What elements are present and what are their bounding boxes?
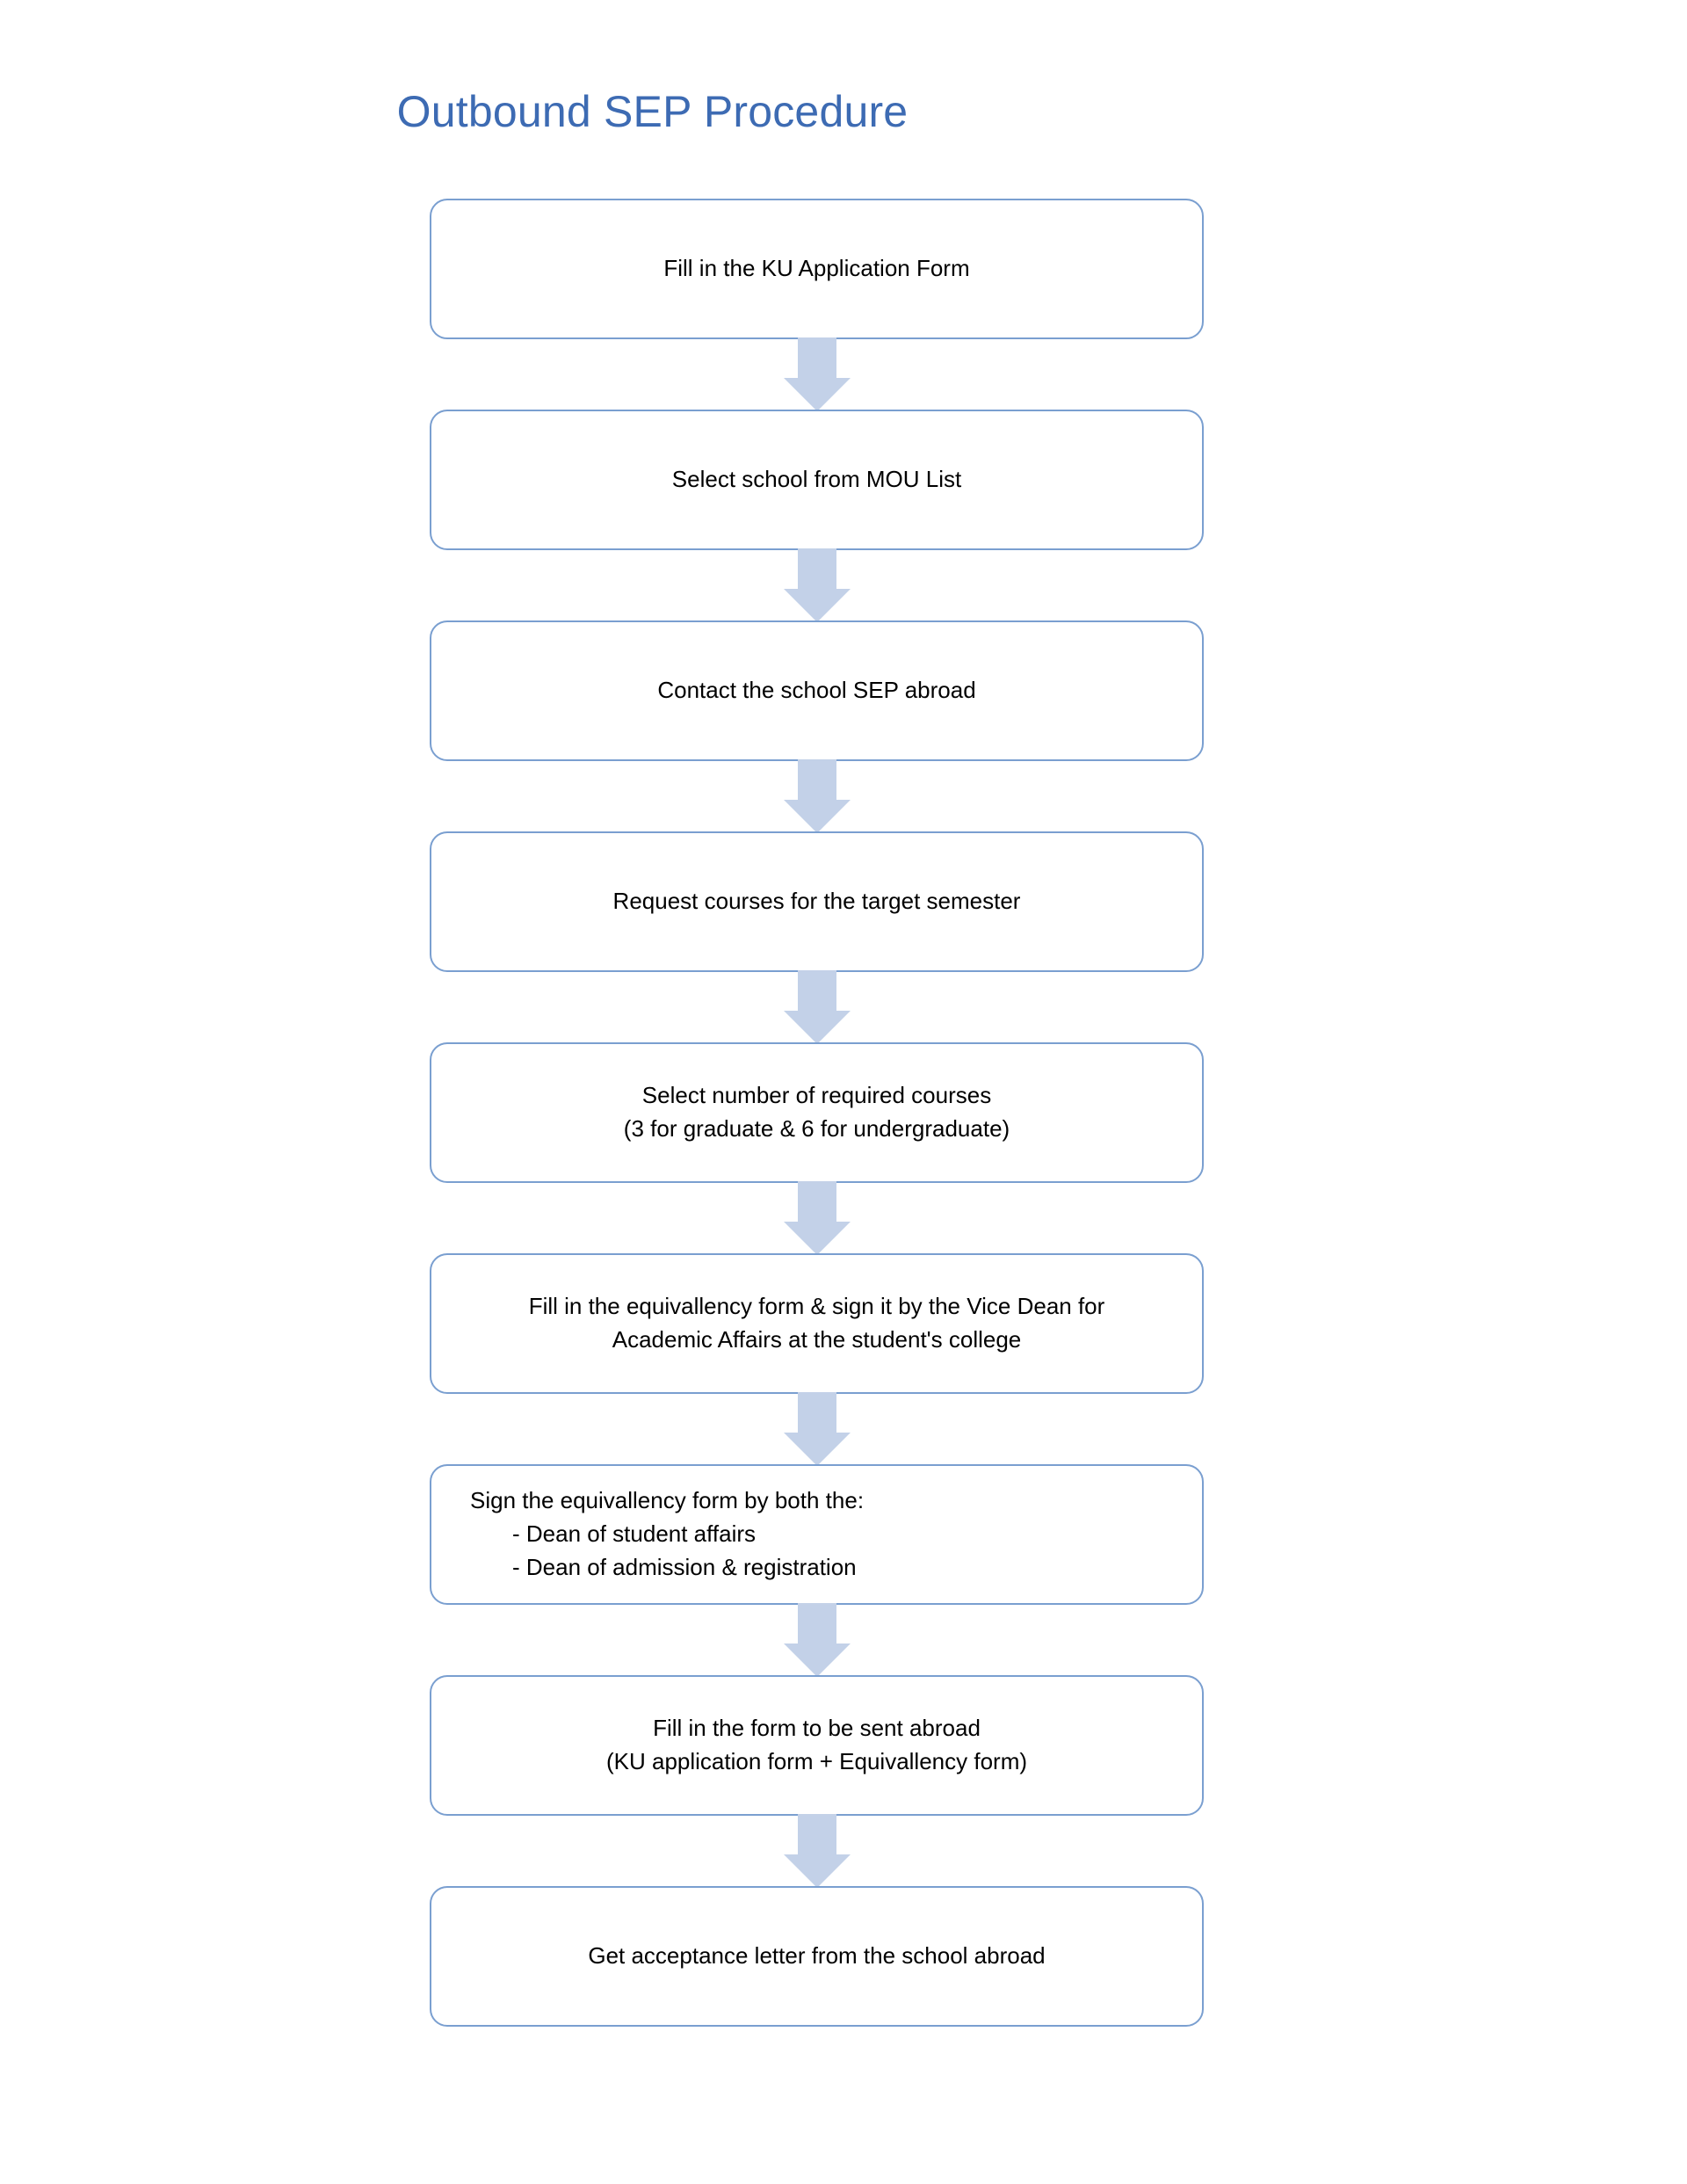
page-title: Outbound SEP Procedure [396,87,909,136]
flow-node-line: Select number of required courses [641,1082,992,1109]
flow-node-line: (KU application form + Equivallency form… [605,1748,1028,1774]
arrow-down-icon [783,337,851,411]
flow-node-fill-equivallency-form-vice-dean[interactable]: Fill in the equivallency form & sign it … [430,1253,1204,1394]
arrow-down-icon [783,1603,851,1677]
flow-connector [430,337,1204,411]
flow-node-text: Select number of required courses (3 for … [454,1079,1179,1145]
flow-node-line: Get acceptance letter from the school ab… [588,1942,1046,1970]
arrow-down-icon [783,759,851,833]
flow-node-request-courses-target-semester[interactable]: Request courses for the target semester [430,831,1204,972]
flow-node-get-acceptance-letter[interactable]: Get acceptance letter from the school ab… [430,1886,1204,2027]
flow-node-line: Sign the equivallency form by both the: [470,1487,865,1514]
flow-node-sign-equivallency-form-both-deans[interactable]: Sign the equivallency form by both the: -… [430,1464,1204,1605]
flow-node-line: Contact the school SEP abroad [657,677,976,704]
flow-node-select-school-mou-list[interactable]: Select school from MOU List [430,410,1204,550]
arrow-down-icon [783,548,851,622]
arrow-down-icon [783,1181,851,1255]
flow-node-line: (3 for graduate & 6 for undergraduate) [623,1115,1010,1142]
flow-node-fill-form-to-be-sent-abroad[interactable]: Fill in the form to be sent abroad (KU ap… [430,1675,1204,1816]
arrow-down-icon [783,1814,851,1888]
flow-connector [430,970,1204,1044]
flow-node-line: - Dean of admission & registration [512,1553,857,1580]
flow-connector [430,759,1204,833]
flow-connector [430,1603,1204,1677]
flow-node-text: Fill in the KU Application Form [454,252,1179,286]
flow-node-line: Select school from MOU List [671,466,962,493]
flow-node-text: Contact the school SEP abroad [454,674,1179,707]
flow-node-line: Academic Affairs at the student's colleg… [612,1326,1022,1353]
flow-node-text: Sign the equivallency form by both the: -… [470,1484,1179,1584]
flow-node-select-number-required-courses[interactable]: Select number of required courses (3 for … [430,1042,1204,1183]
flow-connector [430,1814,1204,1888]
flow-connector [430,1181,1204,1255]
flow-node-text: Select school from MOU List [454,463,1179,497]
flow-node-line: Fill in the KU Application Form [663,255,970,282]
flow-node-text: Fill in the form to be sent abroad (KU ap… [454,1712,1179,1778]
flow-node-text: Request courses for the target semester [454,885,1179,918]
arrow-down-icon [783,970,851,1044]
flow-node-line: Fill in the form to be sent abroad [653,1715,981,1742]
flow-node-text: Fill in the equivallency form & sign it … [454,1290,1179,1356]
flow-node-line: Fill in the equivallency form & sign it … [528,1293,1105,1320]
flow-connector [430,548,1204,622]
flow-connector [430,1392,1204,1466]
flow-node-fill-ku-application-form[interactable]: Fill in the KU Application Form [430,199,1204,339]
flow-node-text: Get acceptance letter from the school ab… [454,1940,1179,1973]
flow-node-line: - Dean of student affairs [512,1520,757,1548]
arrow-down-icon [783,1392,851,1466]
flow-node-contact-school-sep-abroad[interactable]: Contact the school SEP abroad [430,620,1204,761]
flow-node-line: Request courses for the target semester [612,888,1021,915]
